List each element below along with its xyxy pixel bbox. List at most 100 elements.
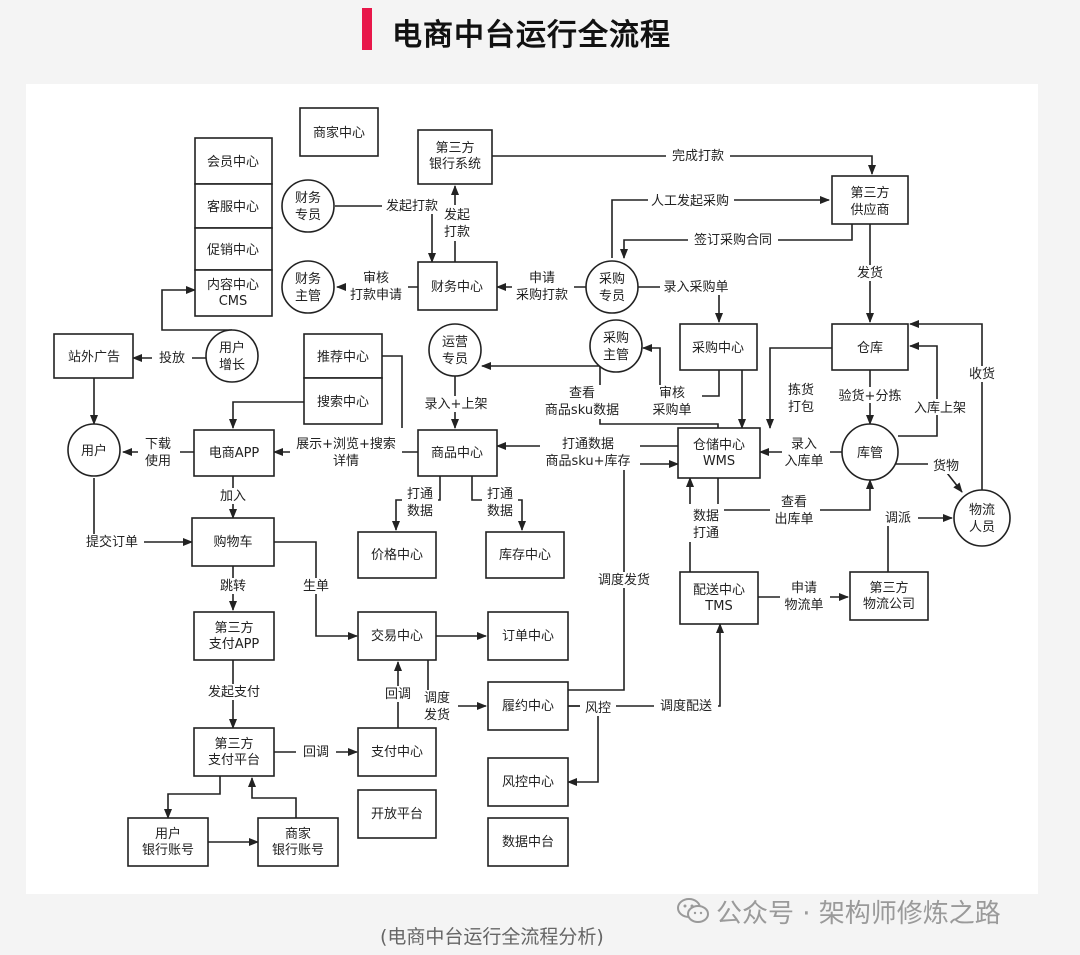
label-price-center: 价格中心 — [371, 547, 423, 563]
label-content-center-1: 内容中心 — [207, 277, 259, 293]
edge-manual-purchase — [611, 196, 830, 258]
elabel-data-sync-1: 数据 — [693, 509, 719, 524]
label-pay-platform-1: 第三方 — [214, 736, 253, 752]
elabel-audit-pay-1: 审核 — [363, 271, 389, 286]
elabel-sync-data-1: 打通数据 — [562, 437, 614, 452]
edge-view-sku — [481, 362, 719, 428]
label-pay-app-1: 第三方 — [214, 620, 253, 636]
edge-inbound — [898, 342, 938, 437]
elabel-goods: 货物 — [933, 458, 959, 474]
elabel-apply-waybill-2: 物流单 — [784, 598, 823, 613]
elabel-download-2: 使用 — [145, 453, 171, 469]
nodes — [53, 107, 1011, 867]
elabel-enter-po: 录入采购单 — [663, 279, 728, 295]
label-member-center: 会员中心 — [207, 155, 259, 170]
node-merchant-center — [299, 107, 379, 157]
elabel-pick-pack-2: 打包 — [788, 400, 814, 415]
node-member-center — [194, 137, 273, 185]
node-external-ads — [53, 333, 134, 379]
page-title: 电商中台运行全流程 — [392, 18, 671, 53]
elabel-sync-data-2: 商品sku+库存 — [545, 453, 630, 469]
node-stock-center — [485, 531, 565, 579]
label-purchase-mgr-1: 采购 — [603, 330, 629, 346]
node-merchant-bank — [257, 817, 339, 867]
node-risk-center — [487, 757, 569, 807]
edge-growth-content — [161, 286, 232, 331]
label-warehouse: 仓库 — [857, 340, 883, 356]
elabel-risk-ctrl: 风控 — [585, 701, 611, 716]
label-tms-1: 配送中心 — [693, 583, 745, 598]
elabel-apply-pay-1: 申请 — [529, 271, 555, 286]
elabel-submit-order: 提交订单 — [86, 534, 138, 550]
elabel-complete-pay: 完成打款 — [672, 149, 724, 164]
label-external-ads: 站外广告 — [68, 350, 120, 365]
node-fulfill-center — [487, 681, 569, 731]
elabel-enter-inbound-1: 录入 — [791, 437, 817, 452]
elabel-download-1: 下载 — [145, 437, 171, 452]
elabel-deliver-ads: 投放 — [159, 350, 185, 366]
elabel-show-1: 展示+浏览+搜索 — [296, 436, 396, 452]
node-open-platform — [357, 789, 437, 839]
label-purchase-center: 采购中心 — [692, 340, 744, 356]
label-bank-2: 银行系统 — [429, 157, 481, 172]
elabel-manual-purchase: 人工发起采购 — [651, 193, 729, 209]
label-pay-app-2: 支付APP — [209, 637, 260, 652]
elabel-sync-1: 打通 — [407, 487, 433, 502]
elabel-start-pay: 发起支付 — [208, 684, 260, 700]
label-search-center: 搜索中心 — [317, 395, 369, 410]
label-order-center: 订单中心 — [502, 629, 554, 644]
elabel-sync-b2: 数据 — [487, 504, 513, 519]
edge-receive — [909, 320, 983, 494]
label-logistics-co-1: 第三方 — [869, 580, 908, 596]
node-tms — [679, 571, 759, 625]
node-user — [67, 423, 121, 477]
node-price-center — [357, 531, 437, 579]
elabel-enter-inbound-2: 入库单 — [784, 453, 823, 469]
elabel-apply-waybill-1: 申请 — [791, 581, 817, 596]
label-merchant-bank-1: 商家 — [285, 826, 311, 842]
node-trade-center — [357, 611, 437, 661]
edge-fulfill-risk — [567, 705, 599, 786]
node-labels: 商家中心 会员中心 客服中心 促销中心 内容中心 CMS 第三方 银行系统 财务… — [68, 125, 995, 858]
node-data-center — [487, 817, 569, 867]
elabel-dispatch-ship-1: 调度 — [424, 690, 450, 706]
node-pay-platform — [193, 727, 275, 777]
label-pay-platform-2: 支付平台 — [208, 753, 260, 768]
wechat-icon — [677, 898, 709, 923]
label-user-growth-1: 用户 — [219, 340, 245, 356]
node-finance-center — [417, 261, 498, 311]
node-pay-app — [193, 611, 275, 661]
label-finance-staff-2: 专员 — [295, 208, 321, 223]
elabel-gen-order: 生单 — [303, 579, 329, 594]
label-user-bank-2: 银行账号 — [142, 843, 194, 858]
node-content-center — [194, 269, 273, 317]
elabel-schedule-ship: 调度发货 — [598, 572, 650, 588]
elabel-audit-po-1: 审核 — [659, 386, 685, 401]
elabel-apply-pay-2: 采购打款 — [516, 287, 568, 303]
label-user: 用户 — [81, 443, 107, 459]
node-app — [193, 429, 275, 477]
label-risk-center: 风控中心 — [502, 775, 554, 790]
label-trade-center: 交易中心 — [371, 628, 423, 644]
elabel-inbound: 入库上架 — [914, 400, 966, 416]
node-cs-center — [194, 183, 273, 229]
elabel-receive: 收货 — [969, 366, 995, 382]
watermark-text: 公众号 · 架构师修炼之路 — [716, 899, 1001, 929]
node-supplier — [831, 175, 909, 225]
label-logistics-staff-1: 物流 — [969, 503, 995, 518]
elabel-view-outbound-1: 查看 — [781, 494, 807, 510]
label-app: 电商APP — [209, 446, 260, 461]
edge-pick-pack — [766, 347, 832, 429]
label-cs-center: 客服中心 — [207, 199, 259, 215]
node-warehouse-mgr — [841, 423, 899, 481]
label-purchase-mgr-2: 主管 — [603, 348, 629, 363]
node-user-bank — [127, 817, 209, 867]
node-promo-center — [194, 227, 273, 271]
edge-merchantbank-platform — [248, 777, 297, 818]
elabel-pick-pack-1: 拣货 — [788, 382, 814, 398]
edge-complete-pay — [492, 155, 876, 175]
elabel-data-sync-2: 打通 — [693, 526, 719, 541]
edge-platform-userbank — [164, 776, 221, 819]
node-warehouse — [831, 323, 909, 371]
label-data-center: 数据中台 — [502, 835, 554, 850]
